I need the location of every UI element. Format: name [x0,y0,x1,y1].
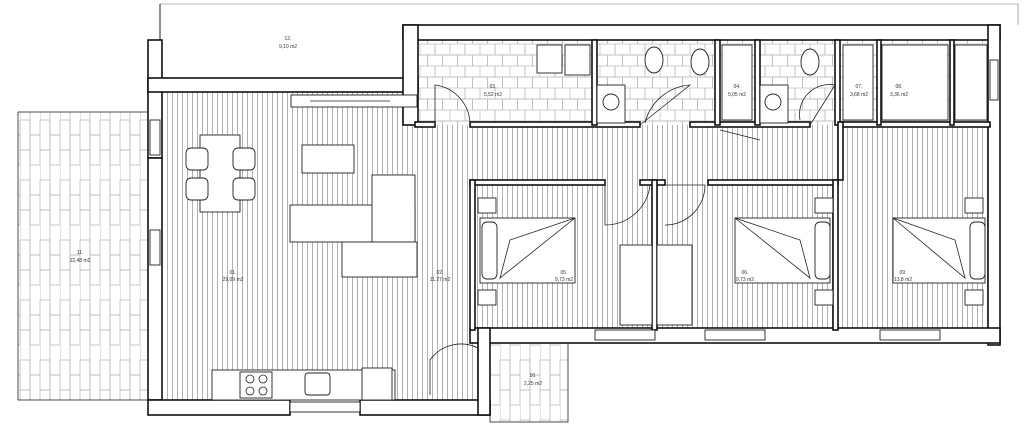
dining-table [199,134,241,213]
fixtures-bathrooms [536,44,988,124]
svg-text:10.: 10. [530,373,537,379]
room-label-06: 06.9,73 m2 [736,270,754,283]
svg-text:07.: 07. [856,84,863,90]
svg-text:9,73 m2: 9,73 m2 [736,277,754,283]
svg-text:09.: 09. [900,270,907,276]
chair [232,177,256,201]
chair [185,147,209,171]
svg-text:3,36 m2: 3,36 m2 [890,92,908,98]
room-label-11: 11. 12,48 m2 [70,250,91,264]
svg-text:02.: 02. [437,270,444,276]
room-label-05: 05.9,73 m2 [555,270,573,283]
sink [304,372,331,396]
terrace-11 [17,111,149,401]
room-label-01: 01.29,09 m2 [223,270,244,283]
svg-text:11.: 11. [77,250,84,256]
svg-text:13,8 m2: 13,8 m2 [894,277,912,283]
room-label-10: 10. 2,25 m2 [524,373,542,387]
coffee-table [301,144,355,174]
svg-text:12,48 m2: 12,48 m2 [70,258,91,264]
svg-text:06.: 06. [742,270,749,276]
room-label-04: 04. 5,05 m2 [728,84,746,98]
svg-text:12.: 12. [285,36,292,42]
fridge [361,367,393,401]
svg-text:04.: 04. [734,84,741,90]
chair [232,147,256,171]
svg-text:08.: 08. [896,84,903,90]
svg-text:5,05 m2: 5,05 m2 [728,92,746,98]
svg-text:11,27 m2: 11,27 m2 [430,277,451,283]
hall-closets [619,244,693,326]
room-label-07: 07. 3,68 m2 [850,84,868,98]
svg-text:9,73 m2: 9,73 m2 [555,277,573,283]
beds [477,197,986,306]
svg-text:5,52 m2: 5,52 m2 [484,92,502,98]
svg-text:3,68 m2: 3,68 m2 [850,92,868,98]
doors [429,84,836,395]
cooktop [239,371,273,399]
furniture-living [185,134,418,401]
svg-text:05.: 05. [561,270,568,276]
sofa-chaise [371,174,416,243]
chair [185,177,209,201]
room-label-09: 09.13,8 m2 [894,270,912,283]
room-label-08: 08. 3,36 m2 [890,84,908,98]
svg-text:01.: 01. [230,270,237,276]
svg-text:29,09 m2: 29,09 m2 [223,277,244,283]
room-label-02: 02.11,27 m2 [430,270,451,283]
room-label-03: 03. 5,52 m2 [484,84,502,98]
svg-text:2,25 m2: 2,25 m2 [524,381,542,387]
terrace-10 [489,339,569,423]
windows [149,59,999,413]
kitchen-island [341,241,418,278]
svg-text:9,10 m2: 9,10 m2 [279,44,297,50]
room-label-12: 12. 9,10 m2 [279,36,297,50]
svg-text:03.: 03. [490,84,497,90]
